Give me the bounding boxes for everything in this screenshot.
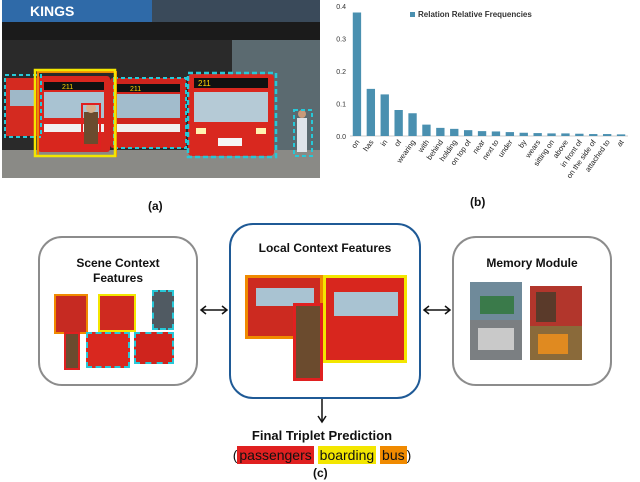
x-tick-label: in (379, 138, 390, 148)
x-tick-label: has (361, 138, 375, 153)
panel-label-b: (b) (470, 195, 486, 209)
bar (491, 131, 501, 136)
bar (477, 131, 487, 136)
scene-thumb-bus-front (86, 332, 130, 368)
y-tick-label: 0.4 (336, 4, 346, 11)
bar (519, 132, 528, 136)
local-context-title: Local Context Features (258, 241, 392, 255)
scene-thumb-person-right (152, 290, 174, 330)
arrow-local-prediction (317, 399, 327, 424)
bar (380, 94, 389, 136)
x-tick-label: on (349, 138, 361, 150)
y-tick-label: 0.2 (336, 69, 346, 76)
triplet-predicate: boarding (317, 446, 377, 464)
x-tick-label: under (496, 138, 515, 159)
triplet-close-paren: ) (406, 447, 412, 463)
y-tick-label: 0.3 (336, 37, 346, 44)
arrow-local-memory (422, 305, 452, 315)
bar (463, 130, 473, 136)
bar (408, 113, 417, 136)
bar (602, 134, 612, 136)
bus-station-photo: KINGS 211 211 211 (2, 0, 320, 178)
bar (547, 133, 556, 136)
bus-route-number: 211 (62, 84, 73, 91)
legend-label: Relation Relative Frequencies (418, 10, 532, 19)
memory-thumb-3 (470, 320, 522, 360)
scene-context-panel: Scene Context Features (38, 236, 198, 386)
bar (533, 133, 542, 136)
local-context-panel: Local Context Features (229, 223, 421, 399)
bus-station-photo-drawing: KINGS 211 211 211 (2, 0, 320, 178)
y-tick-label: 0.0 (336, 134, 346, 141)
triplet-subject: passengers (237, 446, 314, 464)
bar (575, 133, 584, 136)
memory-thumb-1 (470, 282, 522, 320)
local-thumb-bus-yellow (323, 275, 407, 363)
memory-module-title: Memory Module (486, 256, 578, 270)
bar (505, 132, 515, 136)
bar (394, 110, 403, 136)
memory-thumb-4 (530, 326, 582, 360)
scene-thumb-person (64, 332, 80, 370)
scene-thumb-bus-middle (134, 332, 174, 364)
panel-label-c: (c) (313, 466, 328, 480)
triplet-object: bus (380, 446, 407, 464)
triplet-open-paren: ( (232, 447, 238, 463)
scene-thumb-bus-boarding (98, 294, 136, 332)
bus-route-number: 211 (130, 86, 141, 93)
y-tick-label: 0.1 (336, 102, 346, 109)
bar (436, 127, 445, 136)
memory-thumb-2 (530, 286, 582, 326)
bus-route-number: 211 (198, 79, 211, 88)
arrow-scene-local (199, 305, 229, 315)
bar (450, 128, 459, 136)
panel-label-a: (a) (148, 199, 163, 213)
local-thumb-person-red (293, 303, 323, 381)
bar (616, 134, 626, 136)
scene-context-title: Scene Context Features (76, 256, 160, 285)
bar (352, 12, 362, 136)
x-tick-label: of (392, 137, 403, 148)
bar (422, 124, 431, 136)
x-tick-label: at (615, 137, 626, 148)
legend-swatch (410, 12, 415, 17)
final-triplet-row: (passengers boarding bus) (0, 446, 640, 464)
scene-thumb-bus-left (54, 294, 88, 334)
final-triplet-title: Final Triplet Prediction (251, 428, 393, 443)
x-tick-label: by (516, 138, 528, 150)
memory-module-panel: Memory Module (452, 236, 612, 386)
bar (589, 134, 598, 136)
bar (366, 88, 376, 136)
station-sign-text: KINGS (30, 3, 74, 19)
bar (561, 133, 570, 136)
